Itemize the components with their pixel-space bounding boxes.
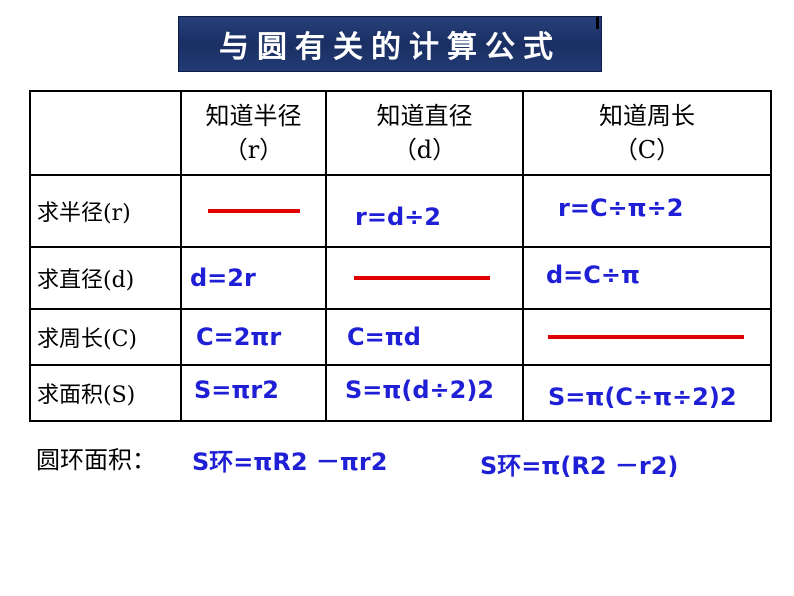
table-row: 求面积(S) S=πr2 S=π(d÷2)2 S=π(C÷π÷2)2 bbox=[29, 364, 772, 422]
table-row: 求半径(r) r=d÷2 r=C÷π÷2 bbox=[29, 174, 772, 248]
cell-circumference-from-radius: C=2πr bbox=[180, 308, 327, 366]
header-radius: 知道半径 （r） bbox=[180, 90, 327, 176]
ring-area-formula-1: S环=πR2 －πr2 bbox=[192, 448, 388, 476]
header-row: 知道半径 （r） 知道直径 （d） 知道周长 （C） bbox=[29, 90, 772, 176]
row-label-area: 求面积(S) bbox=[29, 364, 182, 422]
cell-radius-from-diameter: r=d÷2 bbox=[325, 174, 524, 248]
corner-cell bbox=[29, 90, 182, 176]
row-label-circumference: 求周长(C) bbox=[29, 308, 182, 366]
title-banner: 与圆有关的计算公式 bbox=[178, 16, 602, 72]
row-label-diameter: 求直径(d) bbox=[29, 246, 182, 310]
header-circumference-label: 知道周长 bbox=[599, 102, 695, 130]
cell-circumference-from-circumference bbox=[522, 308, 772, 366]
formula-text: S=πr2 bbox=[194, 375, 279, 404]
formula-text: S=π(C÷π÷2)2 bbox=[548, 383, 737, 411]
cell-diameter-from-diameter bbox=[325, 246, 524, 310]
not-applicable-dash bbox=[354, 276, 490, 280]
header-diameter-label: 知道直径 bbox=[376, 102, 473, 130]
formula-text: r=d÷2 bbox=[355, 203, 441, 231]
header-radius-symbol: （r） bbox=[223, 136, 284, 164]
cell-diameter-from-radius: d=2r bbox=[180, 246, 327, 310]
cell-area-from-circumference: S=π(C÷π÷2)2 bbox=[522, 364, 772, 422]
cell-circumference-from-diameter: C=πd bbox=[325, 308, 524, 366]
formula-table: 知道半径 （r） 知道直径 （d） 知道周长 （C） 求半径(r) r=d÷2 … bbox=[29, 90, 772, 422]
not-applicable-dash bbox=[548, 335, 744, 339]
row-label-radius: 求半径(r) bbox=[29, 174, 182, 248]
table-row: 求直径(d) d=2r d=C÷π bbox=[29, 246, 772, 310]
formula-text: d=2r bbox=[190, 264, 256, 292]
header-diameter: 知道直径 （d） bbox=[325, 90, 524, 176]
header-circumference-symbol: （C） bbox=[613, 136, 681, 164]
table-row: 求周长(C) C=2πr C=πd bbox=[29, 308, 772, 366]
not-applicable-dash bbox=[208, 209, 300, 213]
header-circumference: 知道周长 （C） bbox=[522, 90, 772, 176]
ring-area-formula-2: S环=π(R2 －r2) bbox=[480, 452, 679, 480]
cell-radius-from-circumference: r=C÷π÷2 bbox=[522, 174, 772, 248]
cell-diameter-from-circumference: d=C÷π bbox=[522, 246, 772, 310]
formula-text: r=C÷π÷2 bbox=[558, 194, 684, 222]
header-diameter-symbol: （d） bbox=[392, 136, 457, 164]
ring-area-label: 圆环面积： bbox=[36, 446, 156, 474]
formula-text: C=πd bbox=[347, 323, 421, 351]
page-title: 与圆有关的计算公式 bbox=[219, 30, 561, 65]
cell-area-from-diameter: S=π(d÷2)2 bbox=[325, 364, 524, 422]
formula-text: d=C÷π bbox=[546, 260, 640, 289]
cell-area-from-radius: S=πr2 bbox=[180, 364, 327, 422]
formula-text: S=π(d÷2)2 bbox=[345, 376, 495, 404]
banner-corner-mark bbox=[596, 17, 599, 29]
cell-radius-from-radius bbox=[180, 174, 327, 248]
header-radius-label: 知道半径 bbox=[205, 102, 302, 130]
formula-text: C=2πr bbox=[196, 323, 282, 351]
